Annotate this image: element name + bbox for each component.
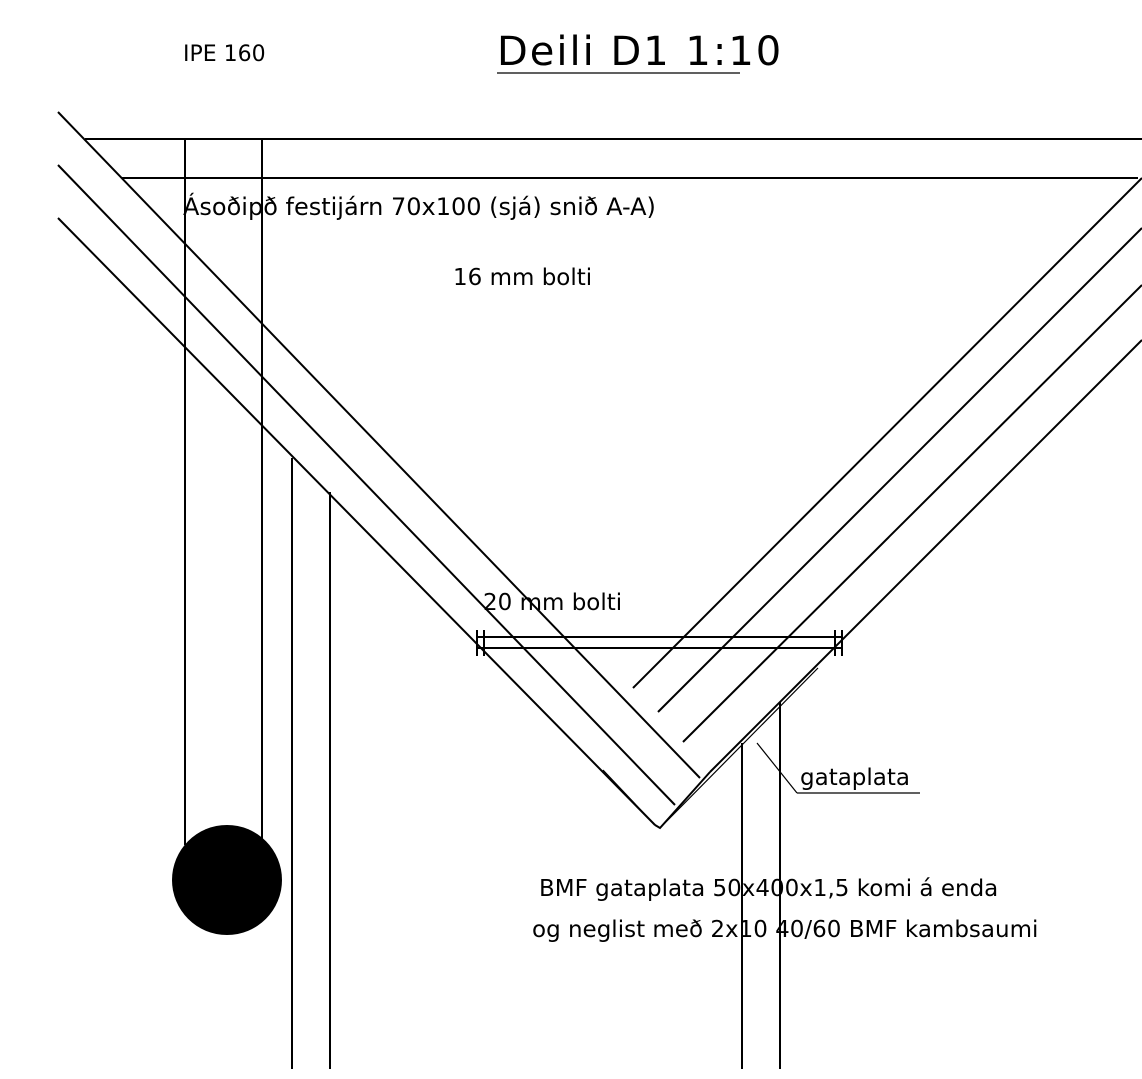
round-column-section [172,825,282,935]
center-left-post [291,458,331,1069]
section-label: IPE 160 [183,42,266,67]
right-diagonal-member [632,177,1142,773]
bolt-16-note: 16 mm bolti [453,265,592,291]
bracket-note: Ásoðipð festijárn 70x100 (sjá) snið A-A) [183,192,656,221]
plate-spec-line-1: BMF gataplata 50x400x1,5 komi á enda [539,876,998,902]
plate-spec-line-2: og neglist með 2x10 40/60 BMF kambsaumi [532,917,1038,943]
bolt-20-note: 20 mm bolti [483,590,622,616]
plate-leader [756,742,920,794]
apex-joint [602,667,819,830]
top-chord [85,138,1142,179]
bolt-20mm [476,630,843,656]
center-right-post [741,702,781,1069]
left-diagonal-member [57,111,701,826]
left-post [184,139,263,845]
plate-note: gataplata [800,765,910,791]
drawing-title: Deili D1 1:10 [497,29,783,75]
